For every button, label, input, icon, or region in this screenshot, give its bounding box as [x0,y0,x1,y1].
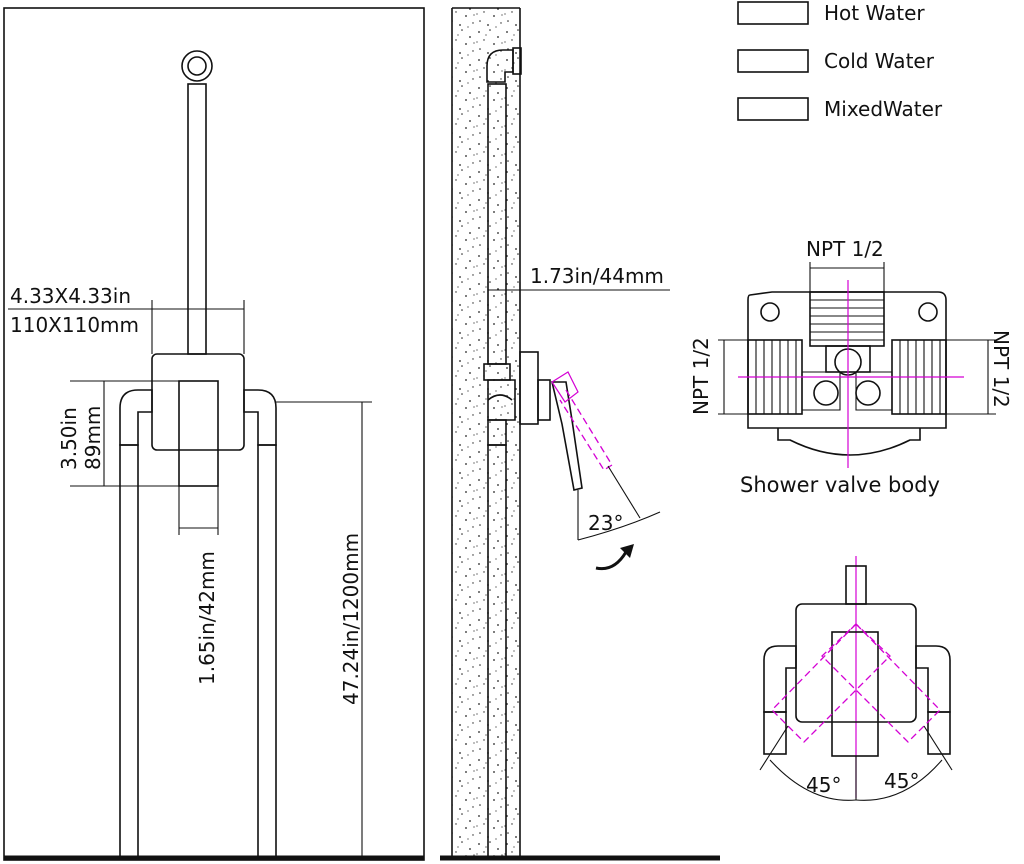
valve-top-thread-label: NPT 1/2 [806,237,884,261]
rotation-right-angle-label: 45° [884,769,919,793]
body-height-mm-label: 89mm [81,406,105,470]
rotation-handle [831,631,879,757]
front-hot-pipe [119,444,139,859]
rotation-view: 45° 45° [759,556,953,801]
top-elbow-inner [187,56,207,76]
body-height-in-label: 3.50in [57,407,81,470]
rotation-right-angle-arc [855,759,943,801]
rotation-handle-right-position [821,623,941,743]
side-wall-section [452,8,520,860]
front-cover-plate [151,353,245,451]
legend-cold-swatch [737,49,809,73]
valve-mount-hole [918,302,938,322]
curved-arrow-icon [595,544,634,571]
side-handle-rotated-lever [559,389,613,471]
legend-mixed-swatch [737,97,809,121]
side-top-nut-icon [512,47,522,75]
front-view: 4.33X4.33in 110X110mm 3.50in 89mm 1.65in… [3,7,425,861]
legend-mixed-label: MixedWater [824,97,943,121]
front-cold-elbow [243,389,277,446]
legend-cold-label: Cold Water [824,49,935,73]
front-mixed-pipe [187,83,207,355]
rotation-handle-left-position [771,623,891,743]
valve-body-dome [777,428,921,456]
side-cover-plate [519,351,539,425]
rotation-hot-elbow [763,645,797,713]
front-cold-pipe [257,444,277,859]
rotation-left-angle-label: 45° [806,773,841,797]
valve-body-caption: Shower valve body [740,473,940,497]
install-height-label: 47.24in/1200mm [339,533,363,705]
handle-angle-label: 23° [588,511,623,535]
side-handle-base [537,379,551,421]
valve-left-thread-label: NPT 1/2 [689,337,713,415]
valve-mount-hole [760,302,780,322]
valve-right-thread-label: NPT 1/2 [989,330,1013,408]
wall-depth-label: 1.73in/44mm [530,264,664,288]
rotation-hot-pipe [763,711,787,755]
top-elbow-fitting [181,50,213,82]
legend: Hot Water Cold Water MixedWater [737,1,943,121]
legend-hot-swatch [737,1,809,25]
handle-angle-arc [577,511,661,541]
side-handle-rotated-head [551,371,579,403]
side-view: 23° 1.73in/44mm [440,7,720,861]
valve-port [855,380,881,406]
valve-port [813,380,839,406]
plate-size-mm-label: 110X110mm [10,313,139,337]
side-valve-body [487,379,516,421]
valve-body-section: NPT 1/2 NPT 1/2 NPT 1/2 Shower valve bod… [689,237,1013,497]
front-hot-elbow [119,389,153,446]
rotation-cold-elbow [915,645,951,713]
rotation-left-angle-arc [769,759,857,801]
front-handle [178,380,219,487]
handle-width-label: 1.65in/42mm [195,551,219,685]
legend-hot-label: Hot Water [824,1,925,25]
side-handle-lever [550,381,583,491]
plate-size-in-label: 4.33X4.33in [10,284,131,308]
